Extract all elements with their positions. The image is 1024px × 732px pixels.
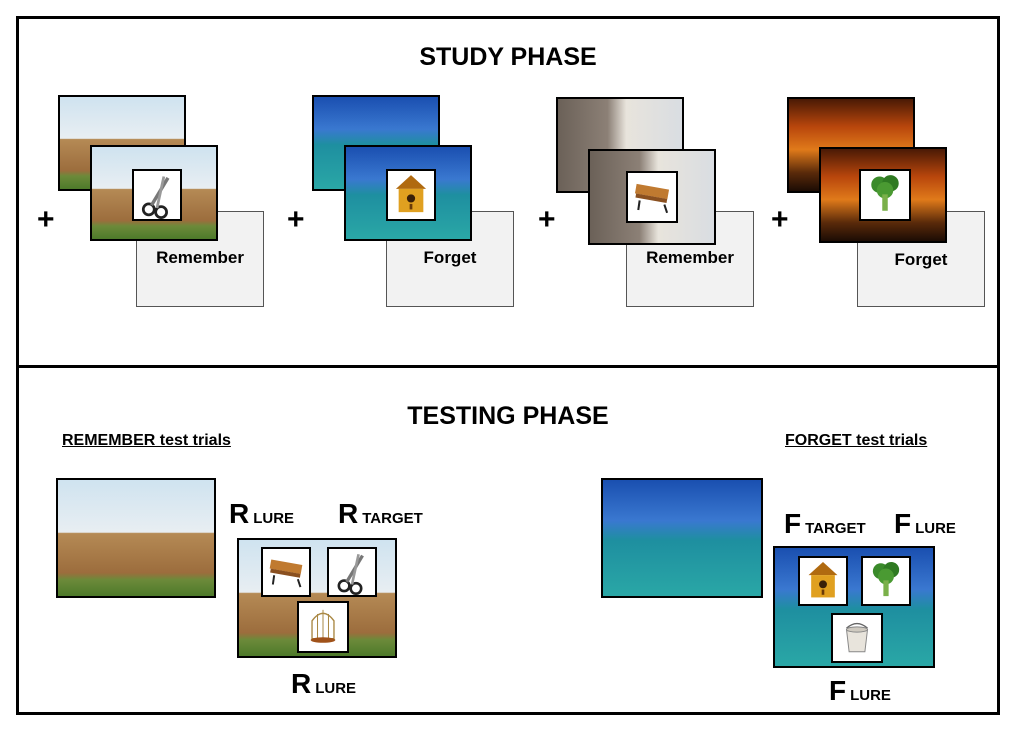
birdhouse-icon <box>798 556 848 606</box>
temple-scene <box>56 478 216 598</box>
cue-label: Forget <box>423 248 477 267</box>
study-phase-panel: STUDY PHASE Remember + Forget + Remember… <box>16 16 1000 368</box>
cue-label: Remember <box>646 248 734 267</box>
broccoli-icon <box>861 556 911 606</box>
bench-icon <box>626 171 678 223</box>
fixation-cross: + <box>37 203 55 236</box>
birdhouse-icon <box>386 169 436 221</box>
fixation-cross: + <box>771 203 789 236</box>
lake-scene <box>601 478 763 598</box>
scissors-icon <box>327 547 377 597</box>
fixation-cross: + <box>538 203 556 236</box>
cue-label: Forget <box>894 250 948 269</box>
canyon-scene <box>819 147 947 243</box>
testing-phase-title: TESTING PHASE <box>407 402 609 430</box>
birdcage-icon <box>297 601 349 653</box>
bench-icon <box>261 547 311 597</box>
broccoli-icon <box>859 169 911 221</box>
cue-label: Remember <box>156 248 244 267</box>
forget-trials-heading: FORGET test trials <box>785 432 928 449</box>
remember-trials-heading: REMEMBER test trials <box>62 432 231 449</box>
bucket-icon <box>831 613 883 663</box>
fixation-cross: + <box>287 203 305 236</box>
scissors-icon <box>132 169 182 221</box>
study-phase-title: STUDY PHASE <box>419 43 597 71</box>
